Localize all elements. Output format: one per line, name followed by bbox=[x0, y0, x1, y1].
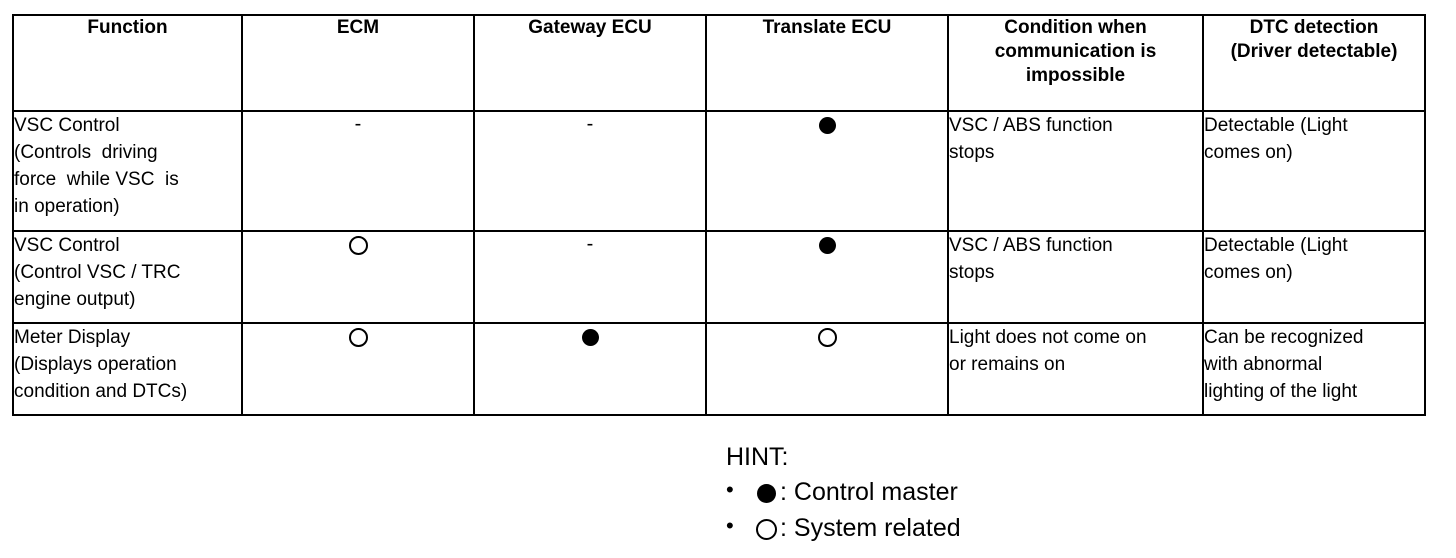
cell-line: comes on) bbox=[1204, 262, 1293, 283]
table-row: VSC Control (Control VSC / TRC engine ou… bbox=[12, 230, 1426, 324]
filled-circle-icon bbox=[581, 329, 599, 347]
hint-block: HINT: • : Control master • : System rela… bbox=[726, 440, 961, 546]
cell-function: VSC Control (Control VSC / TRC engine ou… bbox=[12, 230, 243, 324]
header-line: Function bbox=[87, 17, 168, 38]
cell-line: VSC / ABS function bbox=[949, 235, 1113, 256]
cell-line: force while VSC is bbox=[14, 169, 179, 190]
header-line: Condition when bbox=[1004, 17, 1147, 38]
hint-title: HINT: bbox=[726, 443, 789, 471]
open-circle-icon bbox=[348, 236, 368, 256]
dash-icon: - bbox=[354, 112, 362, 135]
cell-line: (Displays operation bbox=[14, 354, 177, 375]
table-row: Meter Display (Displays operation condit… bbox=[12, 322, 1426, 416]
cell-line: (Control VSC / TRC bbox=[14, 262, 181, 283]
cell-function: Meter Display (Displays operation condit… bbox=[12, 322, 243, 416]
filled-circle-glyph bbox=[756, 483, 776, 503]
cell-line: engine output) bbox=[14, 289, 136, 310]
open-circle-icon bbox=[754, 510, 778, 546]
cell-translate-ecu bbox=[705, 322, 949, 416]
cell-line: Detectable (Light bbox=[1204, 115, 1348, 136]
dash-icon: - bbox=[586, 232, 594, 255]
header-line: Gateway ECU bbox=[528, 17, 652, 38]
header-line: impossible bbox=[1025, 65, 1126, 86]
header-line: (Driver detectable) bbox=[1230, 41, 1398, 62]
header-line: DTC detection bbox=[1249, 17, 1379, 38]
cell-line: VSC / ABS function bbox=[949, 115, 1113, 136]
cell-line: in operation) bbox=[14, 196, 120, 217]
list-item: • : Control master bbox=[726, 474, 961, 510]
cell-condition: VSC / ABS function stops bbox=[947, 110, 1204, 232]
column-header-dtc-detection: DTC detection (Driver detectable) bbox=[1202, 14, 1426, 112]
bullet-icon: • bbox=[726, 513, 734, 538]
open-circle-icon bbox=[348, 328, 368, 348]
open-circle-glyph bbox=[755, 518, 777, 540]
cell-line: lighting of the light bbox=[1204, 381, 1358, 402]
cell-line: stops bbox=[949, 142, 995, 163]
cell-line: with abnormal bbox=[1204, 354, 1323, 375]
column-header-ecm: ECM bbox=[241, 14, 475, 112]
cell-condition: Light does not come on or remains on bbox=[947, 322, 1204, 416]
column-header-translate-ecu: Translate ECU bbox=[705, 14, 949, 112]
cell-line: VSC Control bbox=[14, 115, 120, 136]
header-line: ECM bbox=[336, 17, 380, 38]
cell-line: condition and DTCs) bbox=[14, 381, 188, 402]
header-line: communication is bbox=[994, 41, 1157, 62]
cell-line: VSC Control bbox=[14, 235, 120, 256]
column-header-function: Function bbox=[12, 14, 243, 112]
cell-translate-ecu bbox=[705, 230, 949, 324]
table-header: Function ECM Gateway ECU Translate ECU C… bbox=[12, 14, 1426, 112]
cell-condition: VSC / ABS function stops bbox=[947, 230, 1204, 324]
cell-gateway-ecu: - bbox=[473, 110, 707, 232]
cell-dtc-detection: Detectable (Light comes on) bbox=[1202, 110, 1426, 232]
filled-circle-icon bbox=[818, 117, 836, 135]
open-circle-icon bbox=[817, 328, 837, 348]
cell-gateway-ecu: - bbox=[473, 230, 707, 324]
function-table-container: Function ECM Gateway ECU Translate ECU C… bbox=[12, 14, 1426, 416]
cell-ecm: - bbox=[241, 110, 475, 232]
cell-line: (Controls driving bbox=[14, 142, 158, 163]
column-header-condition: Condition when communication is impossib… bbox=[947, 14, 1204, 112]
ecu-function-table: Function ECM Gateway ECU Translate ECU C… bbox=[12, 14, 1426, 416]
cell-dtc-detection: Detectable (Light comes on) bbox=[1202, 230, 1426, 324]
table-body: VSC Control (Controls driving force whil… bbox=[12, 110, 1426, 416]
cell-translate-ecu bbox=[705, 110, 949, 232]
cell-line: or remains on bbox=[949, 354, 1066, 375]
hint-legend-list: • : Control master • : System related bbox=[726, 474, 961, 546]
cell-dtc-detection: Can be recognized with abnormal lighting… bbox=[1202, 322, 1426, 416]
bullet-icon: • bbox=[726, 477, 734, 502]
column-header-gateway-ecu: Gateway ECU bbox=[473, 14, 707, 112]
table-row: VSC Control (Controls driving force whil… bbox=[12, 110, 1426, 232]
cell-line: Detectable (Light bbox=[1204, 235, 1348, 256]
header-line: Translate ECU bbox=[762, 17, 892, 38]
cell-line: Can be recognized bbox=[1204, 327, 1364, 348]
cell-ecm bbox=[241, 322, 475, 416]
cell-line: stops bbox=[949, 262, 995, 283]
cell-ecm bbox=[241, 230, 475, 324]
cell-gateway-ecu bbox=[473, 322, 707, 416]
cell-line: Light does not come on bbox=[949, 327, 1147, 348]
list-item: • : System related bbox=[726, 510, 961, 546]
cell-line: comes on) bbox=[1204, 142, 1293, 163]
cell-function: VSC Control (Controls driving force whil… bbox=[12, 110, 243, 232]
table-header-row: Function ECM Gateway ECU Translate ECU C… bbox=[12, 14, 1426, 112]
filled-circle-icon bbox=[754, 474, 778, 510]
dash-icon: - bbox=[586, 112, 594, 135]
hint-item-label: : System related bbox=[780, 514, 961, 542]
cell-line: Meter Display bbox=[14, 327, 131, 348]
filled-circle-icon bbox=[818, 237, 836, 255]
hint-item-label: : Control master bbox=[780, 478, 958, 506]
